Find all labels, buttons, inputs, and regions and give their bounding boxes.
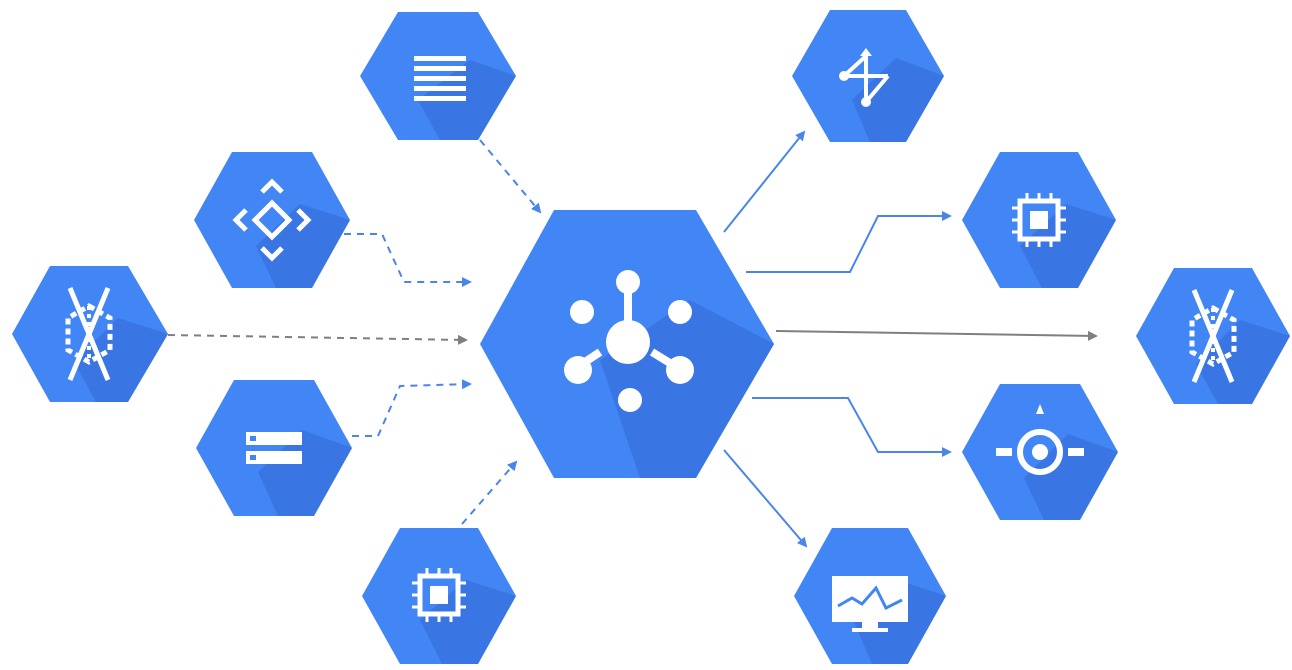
document-lines-icon [414, 56, 466, 101]
input-node-storage[interactable] [196, 380, 352, 516]
dataflow-icon [65, 287, 113, 381]
connector-chip-to-hub [461, 460, 518, 525]
connector-dataflow-to-hub [167, 334, 468, 345]
connector-hub-to-branch [723, 130, 806, 233]
connector-hub-to-camera [752, 397, 952, 457]
dataflow-icon [1189, 289, 1237, 383]
camera-target-icon [996, 404, 1084, 475]
center-hub-node[interactable] [480, 210, 774, 478]
input-node-document[interactable] [360, 12, 516, 140]
output-node-camera[interactable] [962, 384, 1118, 520]
branch-icon [839, 48, 890, 107]
connector-move-to-hub [344, 233, 472, 287]
connector-hub-to-chip [746, 211, 952, 273]
output-connectors [723, 130, 1098, 548]
connector-hub-to-dataflow [775, 330, 1098, 341]
output-node-chip[interactable] [962, 152, 1116, 288]
input-node-move[interactable] [194, 152, 350, 288]
monitor-chart-icon [832, 576, 908, 632]
storage-icon [246, 432, 302, 464]
input-connectors [167, 139, 542, 525]
input-node-dataflow[interactable] [12, 266, 168, 402]
hub-icon [564, 270, 694, 412]
connector-hub-to-monitor [723, 449, 808, 548]
chip-icon [412, 568, 466, 622]
output-node-dataflow[interactable] [1136, 268, 1290, 404]
output-node-branch[interactable] [792, 10, 944, 142]
move-arrows-icon [232, 178, 312, 262]
connector-storage-to-hub [352, 379, 472, 437]
output-node-monitor[interactable] [794, 528, 946, 664]
chip-icon [1012, 193, 1066, 247]
input-node-chip[interactable] [362, 528, 516, 664]
connector-document-to-hub [479, 139, 542, 214]
